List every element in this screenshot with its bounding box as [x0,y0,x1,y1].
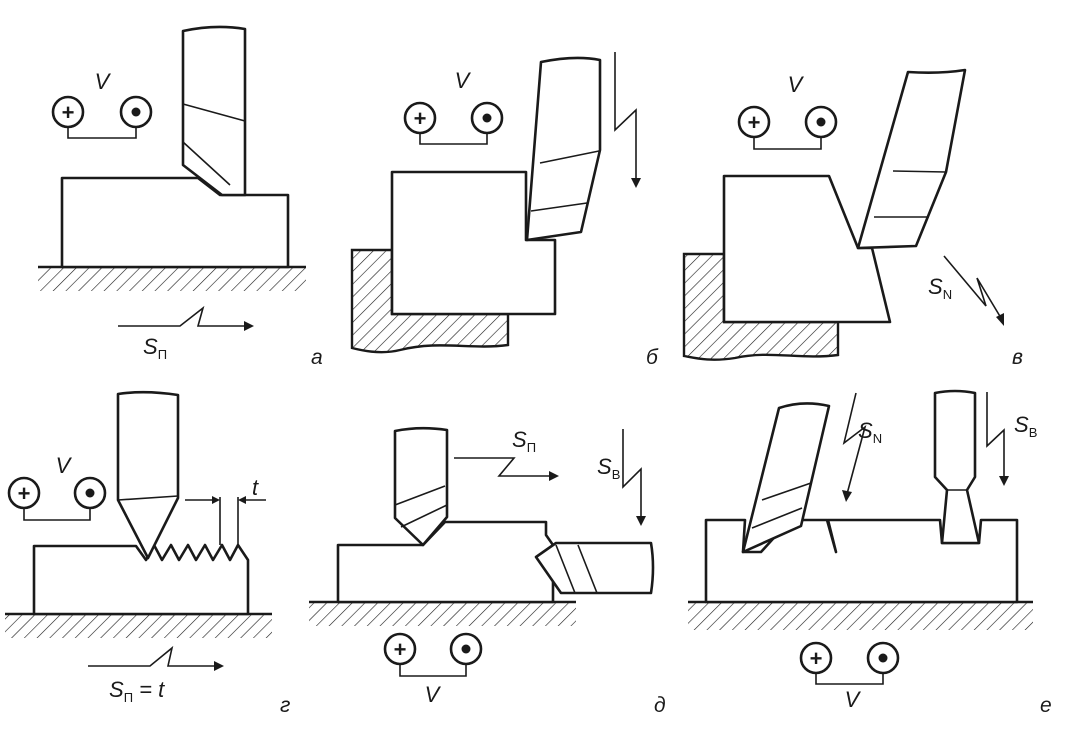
power-terminals-b: + V [403,68,504,145]
panel-letter-d: г [280,694,290,717]
plus-symbol: + [18,481,31,506]
electrode-f-inclined [741,402,831,554]
arrow-head-icon [549,471,559,481]
table-hatch [5,614,272,638]
panel-b: + V б [350,52,659,369]
wire [23,508,91,521]
plus-symbol: + [748,110,761,135]
wire [753,137,822,150]
feed-label-d: SП = t [109,677,165,705]
velocity-label: V [56,453,73,478]
power-terminals-a: + V [51,69,153,139]
feed-arrow-e-horizontal [454,457,549,477]
velocity-label: V [845,687,862,712]
electrode-f-vertical [933,389,981,545]
velocity-label: V [788,72,805,97]
plus-symbol: + [62,100,75,125]
feed-label-f-inclined: SN [858,418,882,446]
feed-arrow-e-vertical [622,429,642,518]
wire [67,127,137,139]
feed-arrow-c [943,255,1002,319]
plus-symbol: + [810,646,823,671]
feed-label-a: SП [143,334,167,362]
feed-arrow-f-inclined [842,392,867,495]
velocity-label: V [425,682,442,707]
panel-letter-e: д [654,694,666,717]
arrow-head-icon [238,496,246,504]
wire [815,673,884,685]
workpiece-d [32,543,250,616]
power-terminals-d: + V [7,453,107,521]
electrode-a [181,25,247,197]
feed-arrow-b [614,52,637,180]
panel-d: + V t SП = t г [5,390,290,717]
feed-arrow-d [88,645,214,667]
electrode-c [856,68,967,250]
arrow-head-icon [212,496,220,504]
velocity-label: V [95,69,112,94]
dot-center-icon [878,653,888,663]
table-hatch [688,602,1033,630]
feed-label-e-horizontal: SП [512,427,536,455]
table-hatch [309,602,576,626]
arrow-head-icon [999,476,1009,486]
fixture-c [682,252,840,361]
panel-c: + V SN в [682,68,1023,369]
velocity-label: V [455,68,472,93]
plus-symbol: + [394,637,407,662]
power-terminals-e: + V [383,632,483,707]
dot-center-icon [131,107,141,117]
workpiece-e [336,520,555,604]
electrode-b [525,56,602,242]
dot-center-icon [461,644,471,654]
panel-letter-a: а [311,346,323,369]
power-terminals-f: + V [799,641,900,712]
power-terminals-c: + V [737,72,838,150]
arrow-head-icon [996,313,1004,326]
electrode-e-horizontal [534,541,655,595]
table-hatch [38,267,306,291]
plus-symbol: + [414,106,427,131]
workpiece-f [704,518,1019,604]
workpiece-a [60,176,290,269]
workpiece-b [390,170,557,316]
arrow-head-icon [244,321,254,331]
dot-center-icon [85,488,95,498]
wire [419,133,488,145]
panel-letter-c: в [1012,346,1023,369]
panel-letter-b: б [646,346,659,369]
feed-arrow-f-vertical [986,392,1005,478]
dot-center-icon [816,117,826,127]
panel-letter-f: е [1040,694,1052,717]
panel-a: + V SП а [38,25,323,369]
feed-label-f-vertical: SВ [1014,412,1037,440]
wire [399,664,467,677]
pitch-dimension: t [185,475,266,545]
panel-e: SП SВ + V д [309,426,666,717]
dot-center-icon [482,113,492,123]
arrow-head-icon [636,516,646,526]
feed-label-c: SN [928,274,952,302]
electrode-d [116,390,180,560]
feed-arrow-a [118,305,244,327]
arrow-head-icon [214,661,224,671]
pitch-label: t [252,475,259,500]
electrode-e-vertical [393,426,449,547]
arrow-head-icon [631,178,641,188]
feed-label-e-vertical: SВ [597,454,620,482]
arrow-head-icon [842,490,852,502]
panel-f: SN SВ + V е [688,389,1052,717]
